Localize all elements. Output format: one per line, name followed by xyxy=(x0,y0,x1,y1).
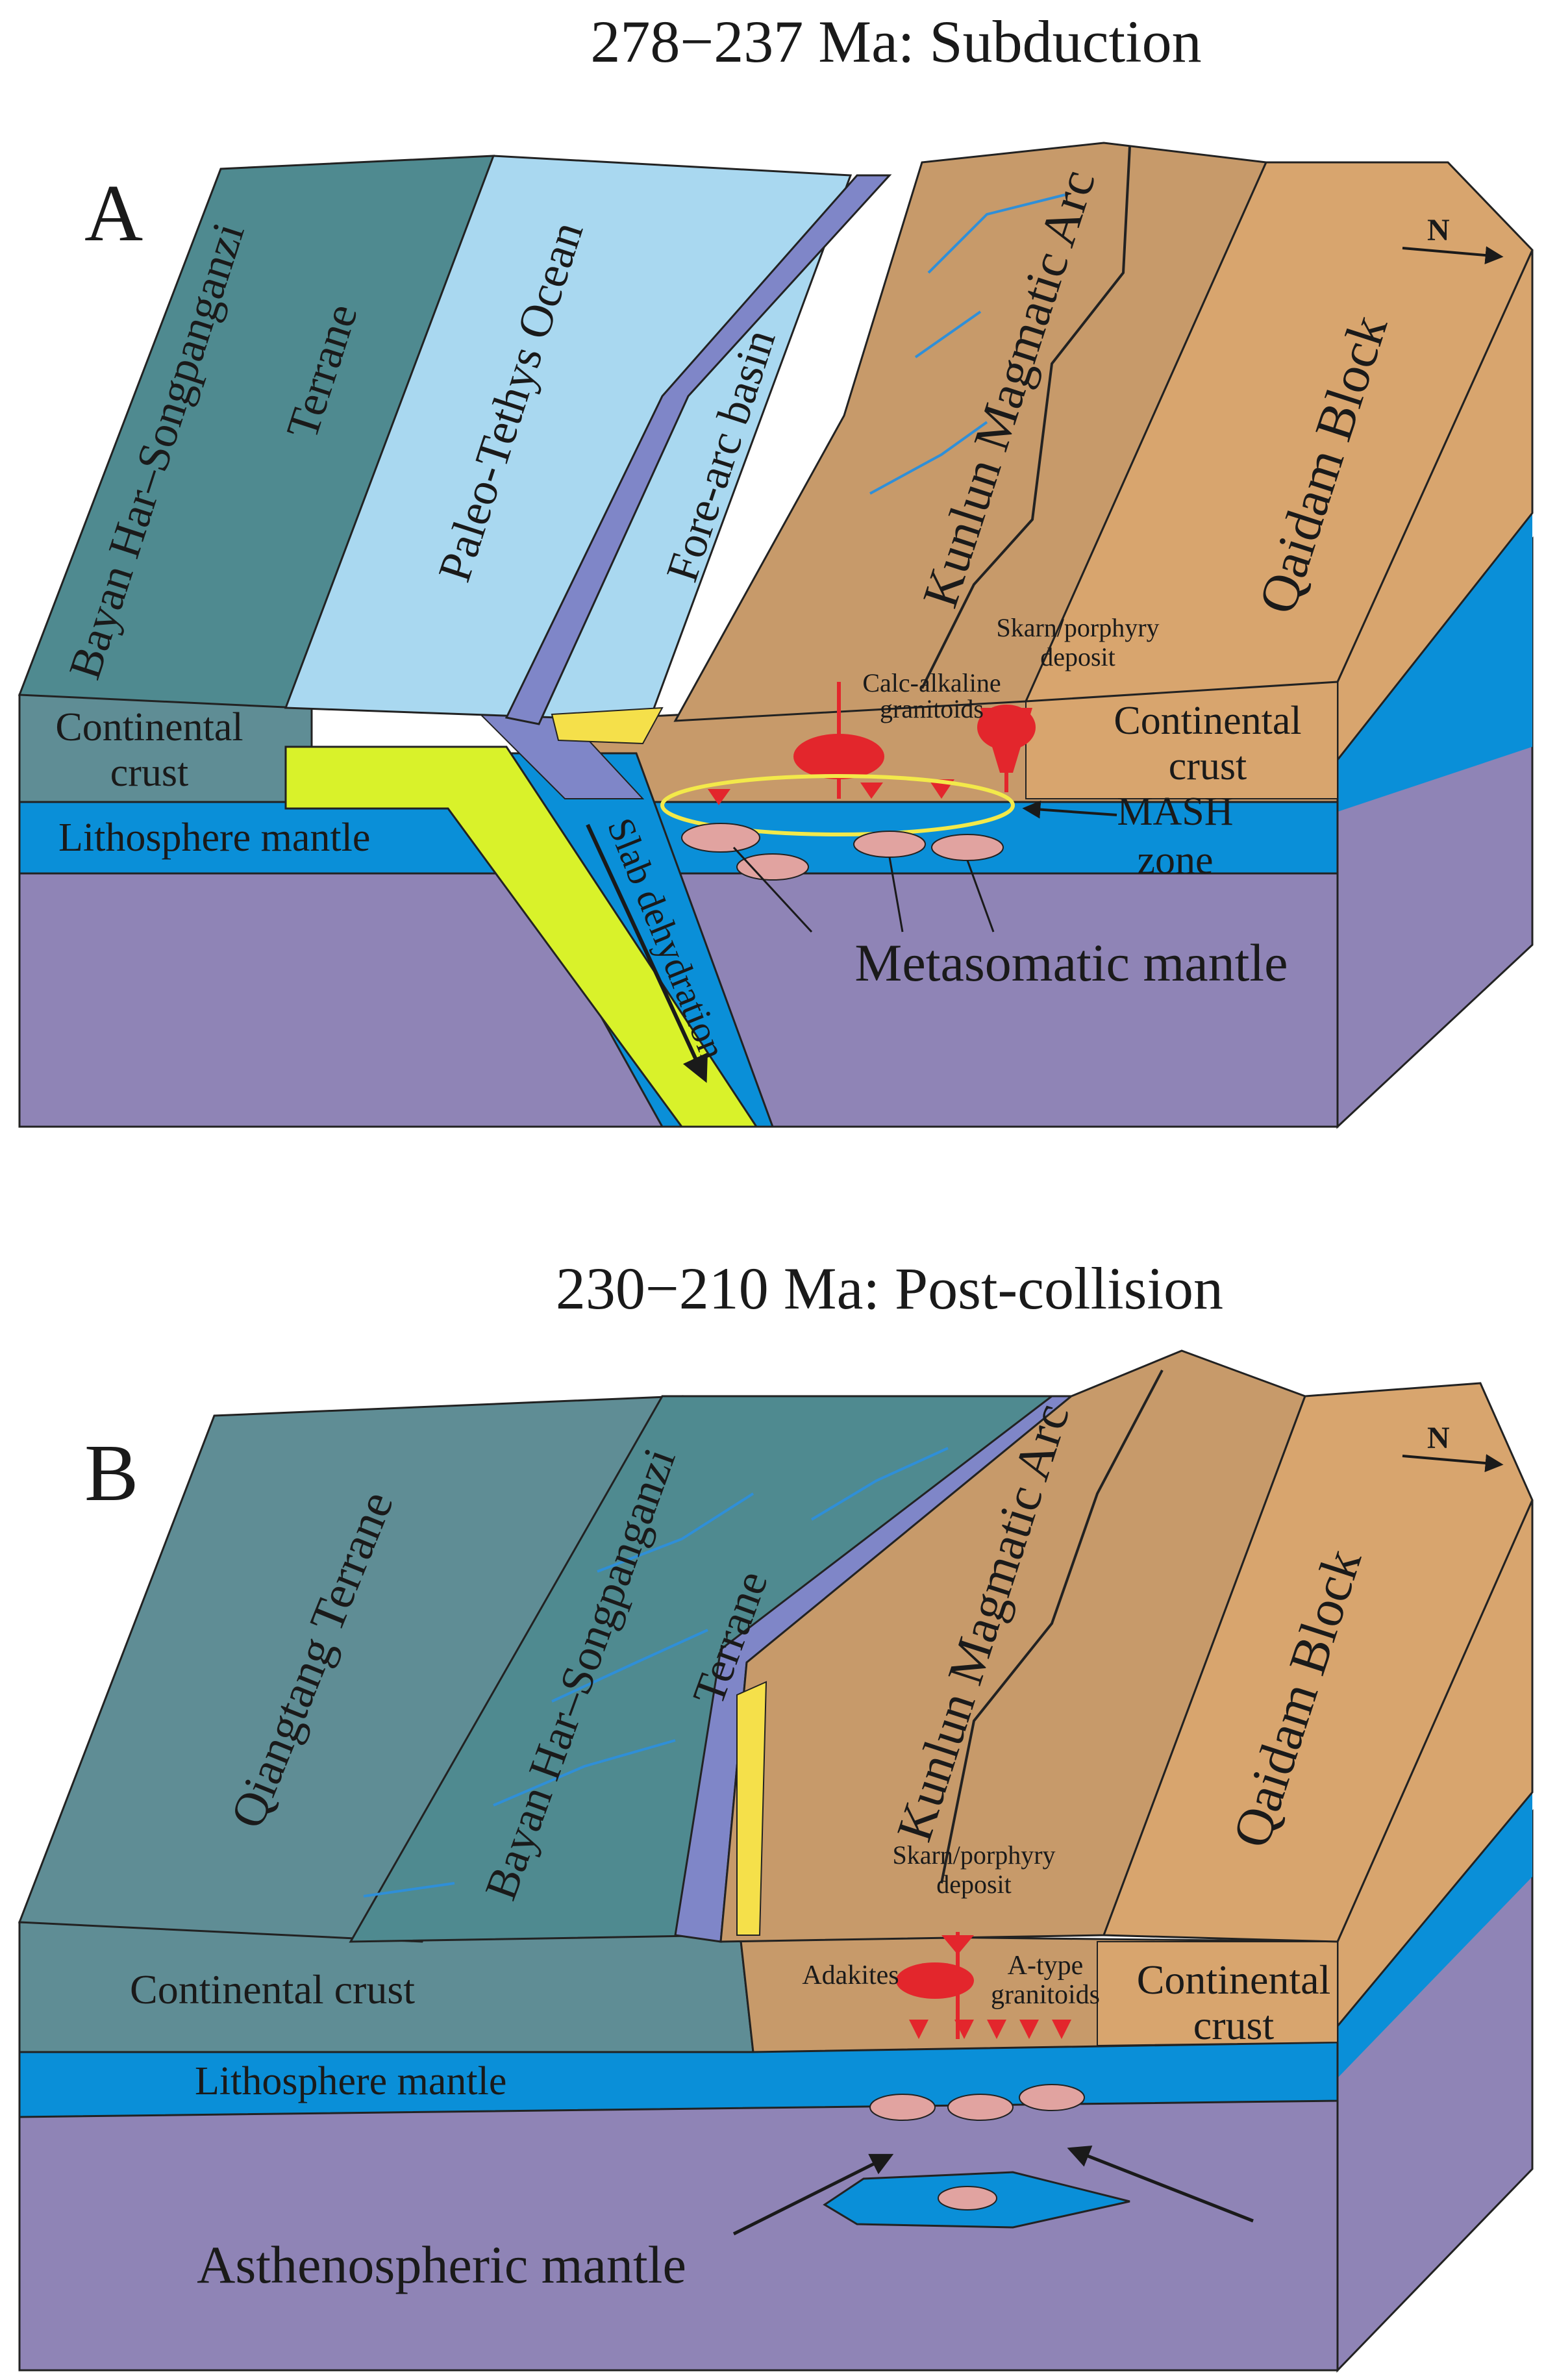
panel-a-mash-ring xyxy=(660,774,1015,836)
panel-b-label-atype-1: A-type xyxy=(1008,1951,1084,1981)
panel-a-mash-arrow xyxy=(1022,800,1117,819)
panel-a-magma xyxy=(708,682,1036,805)
panel-b-right-side-litho xyxy=(1338,1792,1532,2078)
panel-a-north-arrow xyxy=(1402,246,1504,265)
panel-a-label-skarn-2: deposit xyxy=(1040,642,1115,671)
panel-a-letter: A xyxy=(84,169,143,258)
panel-b-front-mantle xyxy=(18,2070,1339,2372)
panel-a-label-calc-2: granitoids xyxy=(880,694,984,723)
panel-a-fracture-1 xyxy=(869,194,1065,495)
panel-a-slab-arrow xyxy=(586,823,708,1083)
panel-a-label-mash-2: zone xyxy=(1137,838,1213,883)
panel-a-title: 278−237 Ma: Subduction xyxy=(590,8,1201,75)
panel-b-label-litho: Lithosphere mantle xyxy=(195,2059,506,2103)
panel-b-fractures xyxy=(363,1447,949,1898)
panel-b-label-adakites: Adakites xyxy=(802,1960,899,1990)
panel-b-top-qaidam xyxy=(1102,1382,1534,1943)
panel-a: 278−237 Ma: Subduction A N Bayan Har–Son… xyxy=(18,8,1534,1129)
panel-a-forearc-yellow xyxy=(551,707,664,745)
panel-b-label-crust-right-1: Continental xyxy=(1137,1957,1331,2003)
panel-a-label-metasomatic: Metasomatic mantle xyxy=(854,933,1288,992)
panel-a-top-suture xyxy=(504,174,892,725)
panel-b-arrow-right xyxy=(1067,2145,1254,2223)
panel-a-label-skarn-1: Skarn/porphyry xyxy=(996,613,1159,642)
panel-a-label-mash-1: MASH xyxy=(1117,790,1233,834)
panel-a-top-qaidam xyxy=(1024,161,1534,703)
panel-b-yellow-sliver xyxy=(736,1681,767,1936)
panel-b-label-astheno: Asthenospheric mantle xyxy=(197,2235,686,2294)
panel-b-north-arrow xyxy=(1402,1454,1504,1473)
panel-b-north-label: N xyxy=(1427,1421,1450,1455)
panel-a-slab xyxy=(284,745,758,1128)
panel-b-magma xyxy=(896,1932,1071,2039)
panel-b-title: 230−210 Ma: Post-collision xyxy=(556,1255,1223,1322)
panel-a-right-side-litho xyxy=(1338,513,1532,812)
panel-a-label-crust-right-2: crust xyxy=(1169,744,1247,788)
panel-b-label-skarn-2: deposit xyxy=(936,1870,1012,1899)
panel-a-label-calc-1: Calc-alkaline xyxy=(862,668,1001,697)
panel-a-arc-crest xyxy=(921,145,1131,689)
panel-b-label-crust-left: Continental crust xyxy=(130,1966,415,2012)
panel-b-front-crust-qaidam xyxy=(1097,1941,1338,2047)
panel-a-label-crust-left-2: crust xyxy=(110,751,189,795)
panel-b-arrow-left xyxy=(732,2153,894,2236)
panel-a-label-litho: Lithosphere mantle xyxy=(58,816,370,860)
panel-a-north-label: N xyxy=(1427,213,1450,247)
panel-b-melt-pods xyxy=(869,2084,1085,2211)
panel-a-label-crust-right-1: Continental xyxy=(1114,699,1301,743)
panel-b-arc-crest xyxy=(940,1370,1164,1884)
panel-a-melt-pods xyxy=(681,823,1004,881)
panel-b-label-skarn-1: Skarn/porphyry xyxy=(892,1840,1055,1870)
panel-b: 230−210 Ma: Post-collision B N Qiangtang… xyxy=(18,1255,1534,2373)
panel-b-label-atype-2: granitoids xyxy=(991,1980,1100,2010)
panel-b-letter: B xyxy=(84,1429,138,1518)
panel-b-label-crust-right-2: crust xyxy=(1193,2002,1275,2048)
panel-a-label-crust-left-1: Continental xyxy=(55,705,243,749)
panel-a-leader-lines xyxy=(732,846,995,933)
